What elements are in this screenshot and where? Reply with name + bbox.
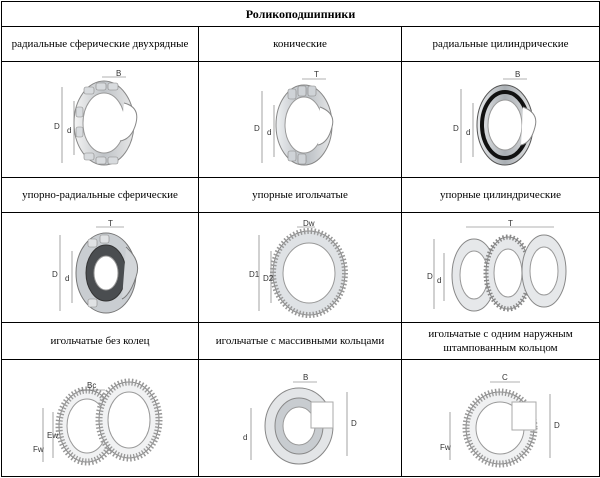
dim-label: B: [515, 70, 520, 79]
dim-label: D1: [249, 270, 260, 279]
image-cell-needle-thrust: Dw D1 D2: [198, 212, 402, 323]
dim-label: Dw: [303, 219, 315, 228]
dim-label: D: [52, 270, 58, 279]
label-cylindrical-thrust: упорные цилиндрические: [401, 177, 600, 213]
cylindrical-roller-bearing-icon: B D d: [453, 70, 536, 165]
dim-label: T: [314, 70, 319, 79]
label-spherical-double-row: радиальные сферические двухрядные: [1, 26, 199, 62]
spherical-double-row-roller-bearing-icon: B D d: [54, 69, 138, 165]
dim-label: D: [254, 124, 260, 133]
dim-label: B: [303, 373, 308, 382]
dim-label: Fw: [440, 443, 451, 452]
image-cell-needle-solid-rings: B D d: [198, 359, 402, 477]
dim-label: Bc: [87, 381, 96, 390]
needle-thrust-bearing-icon: Dw D1 D2: [249, 219, 348, 318]
dim-label: T: [508, 219, 513, 228]
label-tapered: конические: [198, 26, 402, 62]
label-cylindrical-radial: радиальные цилиндрические: [401, 26, 600, 62]
label-spherical-thrust: упорно-радиальные сферические: [1, 177, 199, 213]
dim-label: D: [351, 419, 357, 428]
tapered-roller-bearing-icon: T D d: [254, 70, 334, 165]
image-cell-needle-cage: Bc Fw Ew: [1, 359, 199, 477]
dim-label: d: [267, 128, 271, 137]
dim-label: D2: [263, 274, 274, 283]
image-cell-cylindrical-radial: B D d: [401, 61, 600, 178]
drawn-cup-needle-bearing-icon: C D Fw: [440, 373, 560, 468]
dim-label: T: [108, 219, 113, 228]
image-cell-drawn-cup-needle: C D Fw: [401, 359, 600, 477]
needle-bearing-solid-rings-icon: B D d: [243, 373, 357, 465]
dim-label: d: [466, 128, 470, 137]
dim-label: D: [427, 272, 433, 281]
dim-label: Ew: [47, 431, 58, 440]
spherical-thrust-roller-bearing-icon: T D d: [52, 219, 139, 313]
dim-label: d: [67, 126, 71, 135]
dim-label: D: [554, 421, 560, 430]
dim-label: B: [116, 69, 121, 78]
image-cell-cylindrical-thrust: T D d: [401, 212, 600, 323]
dim-label: d: [243, 433, 247, 442]
needle-cage-bearing-icon: Bc Fw Ew: [33, 378, 163, 466]
image-cell-spherical-double-row: B D d: [1, 61, 199, 178]
table-title: Роликоподшипники: [1, 1, 600, 27]
label-needle-cage: игольчатые без колец: [1, 322, 199, 360]
dim-label: d: [65, 274, 69, 283]
dim-label: Fw: [33, 445, 44, 454]
dim-label: D: [453, 124, 459, 133]
image-cell-spherical-thrust: T D d: [1, 212, 199, 323]
dim-label: C: [502, 373, 508, 382]
image-cell-tapered: T D d: [198, 61, 402, 178]
dim-label: D: [54, 122, 60, 131]
label-needle-solid-rings: игольчатые с массивными кольцами: [198, 322, 402, 360]
label-drawn-cup-needle: игольчатые с одним наружным штампованным…: [401, 322, 600, 360]
cylindrical-thrust-roller-bearing-icon: T D d: [427, 219, 566, 311]
dim-label: d: [437, 276, 441, 285]
label-needle-thrust: упорные игольчатые: [198, 177, 402, 213]
